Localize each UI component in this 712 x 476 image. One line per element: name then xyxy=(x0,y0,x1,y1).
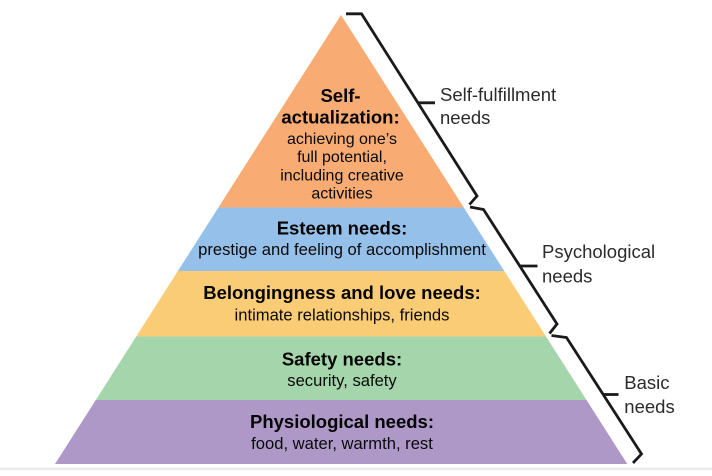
svg-text:Self-fulfillment: Self-fulfillment xyxy=(440,84,556,105)
svg-text:prestige and feeling of accomp: prestige and feeling of accomplishment xyxy=(198,240,486,259)
svg-text:security, safety: security, safety xyxy=(287,371,397,390)
svg-text:intimate relationships, friend: intimate relationships, friends xyxy=(235,306,450,325)
svg-text:activities: activities xyxy=(311,186,372,203)
svg-text:Belongingness and love needs:: Belongingness and love needs: xyxy=(203,282,481,303)
svg-text:needs: needs xyxy=(624,396,674,417)
svg-text:Esteem needs:: Esteem needs: xyxy=(277,218,408,239)
svg-text:needs: needs xyxy=(440,107,490,128)
svg-text:Self-: Self- xyxy=(320,85,360,106)
svg-text:Physiological needs:: Physiological needs: xyxy=(250,411,434,432)
svg-text:actualization:: actualization: xyxy=(281,106,399,127)
svg-text:food, water, warmth, rest: food, water, warmth, rest xyxy=(251,434,433,453)
svg-text:including creative: including creative xyxy=(280,168,404,185)
svg-text:needs: needs xyxy=(542,266,592,287)
svg-text:achieving one’s: achieving one’s xyxy=(287,131,397,148)
svg-text:Basic: Basic xyxy=(624,372,669,393)
svg-text:Safety needs:: Safety needs: xyxy=(282,349,402,370)
svg-text:full potential,: full potential, xyxy=(297,149,387,166)
svg-text:Psychological: Psychological xyxy=(542,241,655,262)
